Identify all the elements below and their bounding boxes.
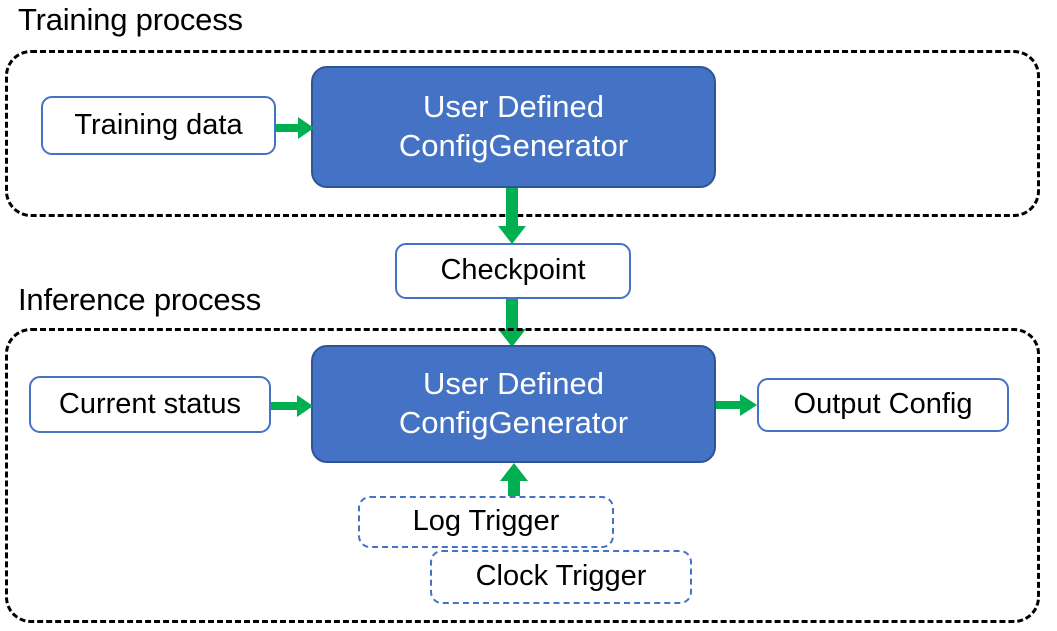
arrow-training-data-to-generator [276, 113, 316, 143]
log-trigger-node[interactable]: Log Trigger [358, 496, 614, 548]
checkpoint-node[interactable]: Checkpoint [395, 243, 631, 299]
training-process-caption: Training process [18, 2, 243, 37]
arrow-current-status-to-generator [271, 391, 315, 421]
arrow-checkpoint-to-generator [498, 299, 528, 349]
training-data-node[interactable]: Training data [41, 96, 276, 155]
generator-inference-line-2: ConfigGenerator [398, 405, 629, 440]
clock-trigger-node[interactable]: Clock Trigger [430, 550, 692, 604]
training-process-container [5, 50, 1040, 217]
current-status-node[interactable]: Current status [29, 376, 271, 433]
user-defined-config-generator-inference-node[interactable]: User Defined ConfigGenerator [311, 345, 716, 463]
generator-training-line-1: User Defined [423, 89, 604, 125]
generator-inference-line-1: User Defined [423, 366, 604, 402]
arrow-triggers-to-generator [500, 463, 530, 503]
inference-process-caption: Inference process [18, 282, 262, 317]
arrow-generator-to-output-config [716, 390, 760, 420]
output-config-node[interactable]: Output Config [757, 378, 1009, 432]
user-defined-config-generator-training-node[interactable]: User Defined ConfigGenerator [311, 66, 716, 188]
inference-process-container [5, 328, 1040, 623]
generator-training-line-2: ConfigGenerator [398, 128, 629, 163]
arrow-generator-to-checkpoint [498, 188, 528, 246]
